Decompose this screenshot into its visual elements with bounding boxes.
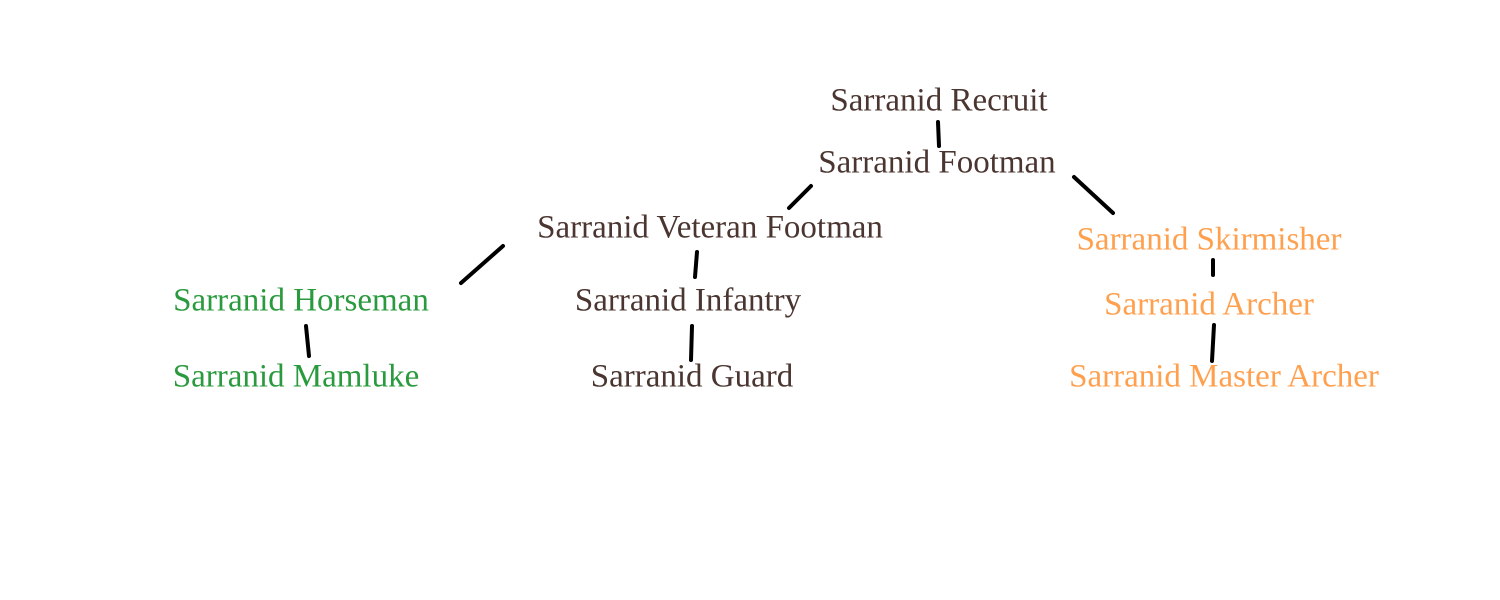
node-sarranid-archer: Sarranid Archer	[1104, 286, 1314, 323]
connector-footman-skirmisher	[1072, 175, 1115, 215]
node-sarranid-mamluke: Sarranid Mamluke	[172, 358, 420, 395]
connector-archer-master-archer	[1210, 323, 1216, 363]
node-sarranid-guard: Sarranid Guard	[590, 358, 794, 395]
node-sarranid-footman: Sarranid Footman	[818, 144, 1056, 181]
node-sarranid-veteran-footman: Sarranid Veteran Footman	[537, 209, 883, 246]
connector-recruit-footman	[936, 120, 941, 148]
connector-horseman-mamluke	[304, 324, 311, 358]
connector-veteran-footman-infantry	[693, 250, 699, 279]
connector-infantry-guard	[689, 324, 694, 362]
node-sarranid-recruit: Sarranid Recruit	[830, 82, 1048, 119]
node-sarranid-horseman: Sarranid Horseman	[173, 282, 429, 319]
connector-veteran-footman-horseman	[459, 244, 505, 285]
node-sarranid-infantry: Sarranid Infantry	[574, 282, 802, 319]
connector-footman-veteran-footman	[787, 184, 813, 210]
node-sarranid-skirmisher: Sarranid Skirmisher	[1076, 221, 1342, 258]
node-sarranid-master-archer: Sarranid Master Archer	[1069, 358, 1379, 395]
